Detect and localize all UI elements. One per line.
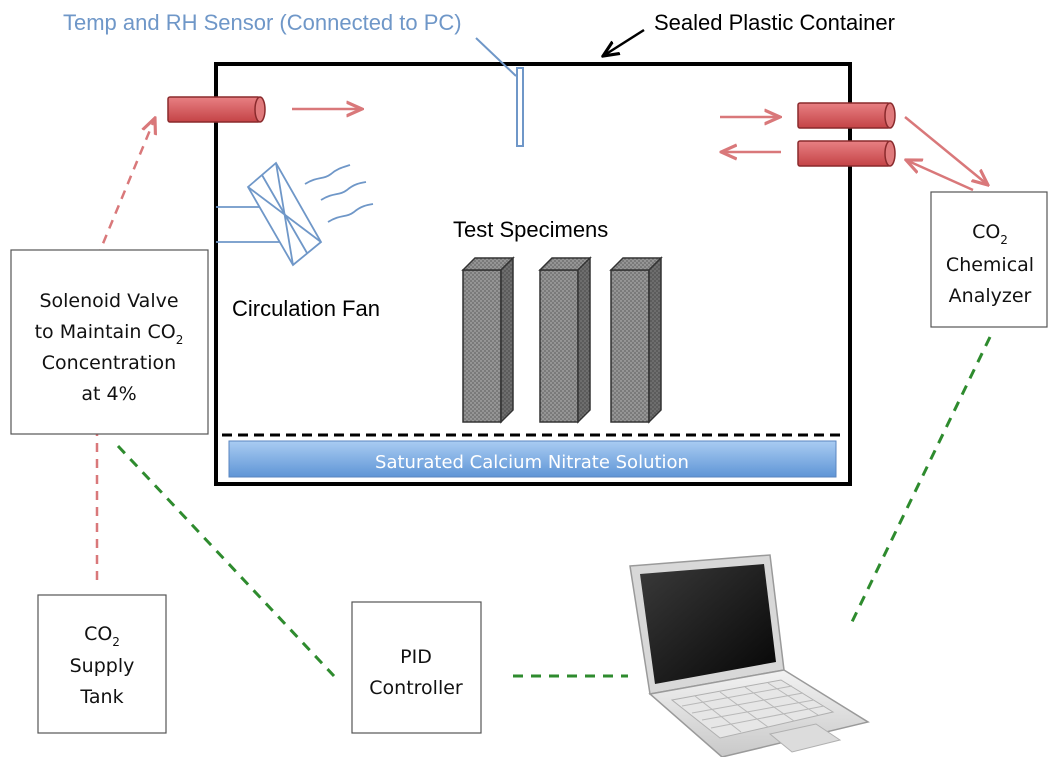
pid-line-2: Controller bbox=[369, 677, 463, 699]
laptop-pc-icon bbox=[629, 554, 870, 757]
solution-label: Saturated Calcium Nitrate Solution bbox=[375, 452, 689, 473]
sensor-label: Temp and RH Sensor (Connected to PC) bbox=[63, 10, 462, 35]
test-specimens-label: Test Specimens bbox=[453, 217, 608, 242]
supply-tank-line-1: CO2 bbox=[84, 623, 120, 649]
container-label: Sealed Plastic Container bbox=[654, 10, 895, 35]
supply-tank-line-3: Tank bbox=[79, 686, 123, 708]
container-pointer-arrow bbox=[603, 28, 645, 56]
sensor-pointer bbox=[475, 37, 517, 77]
pid-controller-box: PID Controller bbox=[351, 601, 482, 734]
sealed-container bbox=[214, 62, 852, 486]
supply-tank-line-2: Supply bbox=[70, 655, 135, 677]
outlet-pipe-bottom bbox=[797, 140, 896, 167]
inlet-pipe bbox=[167, 96, 266, 123]
solenoid-line-4: at 4% bbox=[81, 383, 136, 405]
signal-link-analyzer-to-laptop bbox=[848, 336, 992, 627]
solenoid-line-3: Concentration bbox=[42, 352, 176, 374]
solenoid-line-1: Solenoid Valve bbox=[39, 290, 178, 312]
solenoid-valve-box: Solenoid Valve to Maintain CO2 Concentra… bbox=[10, 249, 209, 435]
test-specimen-1 bbox=[461, 256, 515, 424]
flow-arrow-analyzer-to-pipe bbox=[906, 160, 974, 192]
circulation-fan bbox=[216, 161, 374, 267]
pid-line-1: PID bbox=[400, 646, 432, 668]
analyzer-line-3: Analyzer bbox=[949, 285, 1032, 307]
flow-arrow-pipe-to-analyzer bbox=[904, 116, 988, 185]
analyzer-line-1: CO2 bbox=[972, 221, 1008, 247]
outlet-pipe-top bbox=[797, 102, 896, 129]
test-specimen-2 bbox=[538, 256, 592, 424]
calcium-nitrate-solution bbox=[228, 440, 837, 478]
supply-arrow-valve-to-pipe bbox=[95, 118, 155, 259]
co2-analyzer-box: CO2 Chemical Analyzer bbox=[930, 191, 1048, 328]
test-specimen-3 bbox=[609, 256, 663, 424]
analyzer-line-2: Chemical bbox=[946, 254, 1034, 276]
circulation-fan-label: Circulation Fan bbox=[232, 296, 380, 321]
temp-rh-sensor bbox=[516, 67, 524, 147]
co2-supply-tank-box: CO2 Supply Tank bbox=[37, 594, 167, 734]
solenoid-line-2: to Maintain CO2 bbox=[35, 321, 184, 347]
